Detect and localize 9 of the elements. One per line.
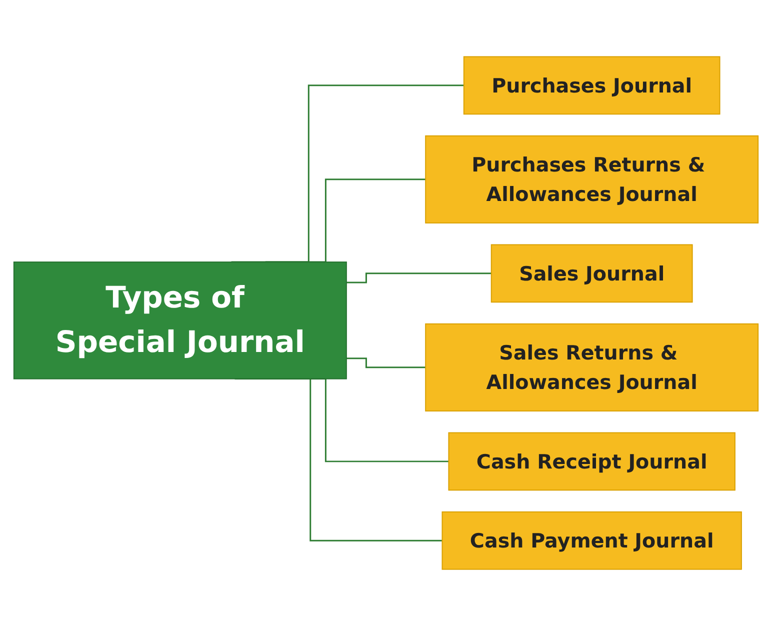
connector	[346, 272, 492, 284]
node-box: Types of Special Journal	[13, 262, 347, 380]
node-box: Purchases Returns & Allowances Journal	[425, 135, 759, 224]
node-box: Cash Receipt Journal	[448, 432, 736, 491]
node-box: Sales Returns & Allowances Journal	[425, 323, 759, 412]
connector	[346, 358, 426, 368]
node-box: Purchases Journal	[463, 56, 720, 115]
node-box: Cash Payment Journal	[442, 511, 742, 570]
node-box: Sales Journal	[490, 244, 693, 303]
